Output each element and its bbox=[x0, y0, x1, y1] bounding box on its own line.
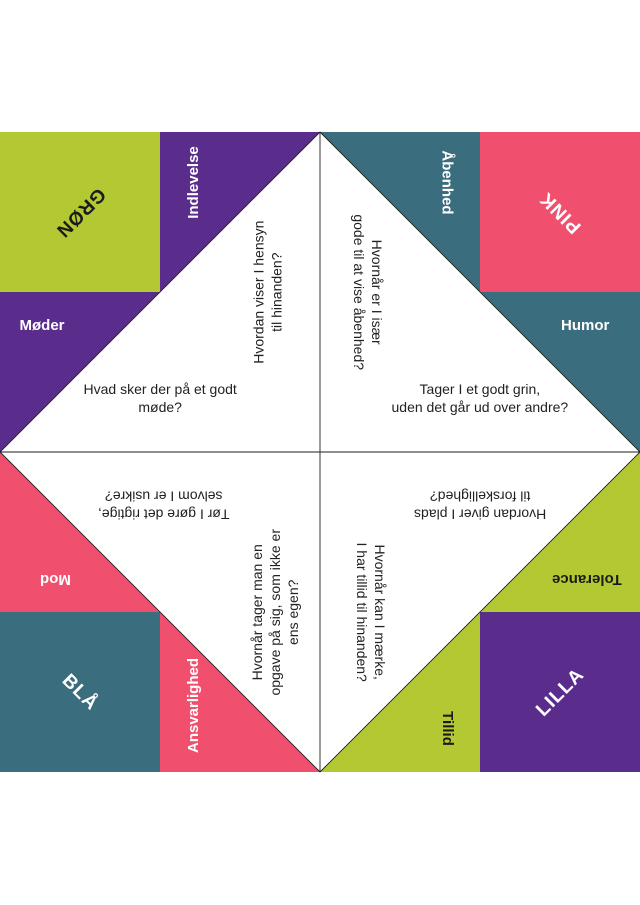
question-aabenhed: Hvornår er I især gode til at vise åbenh… bbox=[350, 214, 386, 370]
question-opgave-line-2: opgave på sig, som ikke er bbox=[266, 528, 283, 696]
question-hensyn: Hvordan viser I hensyn til hinanden? bbox=[249, 221, 285, 364]
diamond-edge-top-right bbox=[319, 131, 640, 453]
question-hensyn-line-2: til hinanden? bbox=[268, 252, 285, 332]
question-usikre-line-1: Tør I gøre det rigtige, bbox=[97, 506, 229, 523]
question-usikre-line-2: selvom I er usikre? bbox=[104, 488, 222, 505]
question-tillid-line-1: Hvornår kan I mærke, bbox=[371, 544, 388, 680]
question-forskellighed-line-1: Hvordan giver I plads bbox=[414, 506, 547, 523]
question-grin-line-1: Tager I et godt grin, bbox=[419, 381, 541, 397]
question-forskellighed: Hvordan giver I plads til forskellighed? bbox=[414, 487, 546, 523]
question-aabenhed-line-2: gode til at vise åbenhed? bbox=[350, 214, 367, 371]
question-opgave: Hvornår tager man en opgave på sig, som … bbox=[247, 529, 302, 696]
corner-square-teal bbox=[0, 612, 160, 772]
question-usikre: Tør I gøre det rigtige, selvom I er usik… bbox=[98, 487, 229, 523]
question-tillid-line-2: I har tillid til hinanden? bbox=[353, 542, 370, 682]
corner-square-green bbox=[0, 132, 160, 292]
corner-square-pink bbox=[480, 132, 640, 292]
question-mode-line-1: Hvad sker der på et godt bbox=[83, 381, 237, 397]
value-label-mod: Mod bbox=[39, 570, 71, 588]
diamond-edge-bottom-left bbox=[0, 451, 321, 773]
value-label-aabenhed: Åbenhed bbox=[438, 149, 456, 215]
value-label-humor: Humor bbox=[561, 316, 610, 334]
value-label-ansvarlighed: Ansvarlighed bbox=[184, 657, 202, 753]
question-hensyn-line-1: Hvordan viser I hensyn bbox=[249, 220, 266, 364]
question-mode: Hvad sker der på et godt møde? bbox=[84, 380, 237, 416]
question-aabenhed-line-1: Hvornår er I især bbox=[369, 239, 386, 345]
value-label-indlevelse: Indlevelse bbox=[184, 145, 202, 219]
corner-square-purple bbox=[480, 612, 640, 772]
question-tillid: Hvornår kan I mærke, I har tillid til hi… bbox=[352, 543, 388, 682]
question-grin-line-2: uden det går ud over andre? bbox=[391, 399, 569, 416]
question-forskellighed-line-2: til forskellighed? bbox=[429, 488, 531, 505]
value-label-moder: Møder bbox=[19, 316, 65, 334]
question-opgave-line-3: ens egen? bbox=[284, 579, 301, 645]
value-label-tolerance: Tolerance bbox=[552, 570, 622, 588]
value-label-tillid: Tillid bbox=[438, 710, 456, 746]
question-mode-line-2: møde? bbox=[138, 399, 182, 416]
question-opgave-line-1: Hvornår tager man en bbox=[248, 543, 265, 680]
diamond-edge-top-left bbox=[0, 131, 321, 453]
question-grin: Tager I et godt grin, uden det går ud ov… bbox=[392, 380, 569, 416]
diamond-edge-bottom-right bbox=[319, 451, 640, 773]
